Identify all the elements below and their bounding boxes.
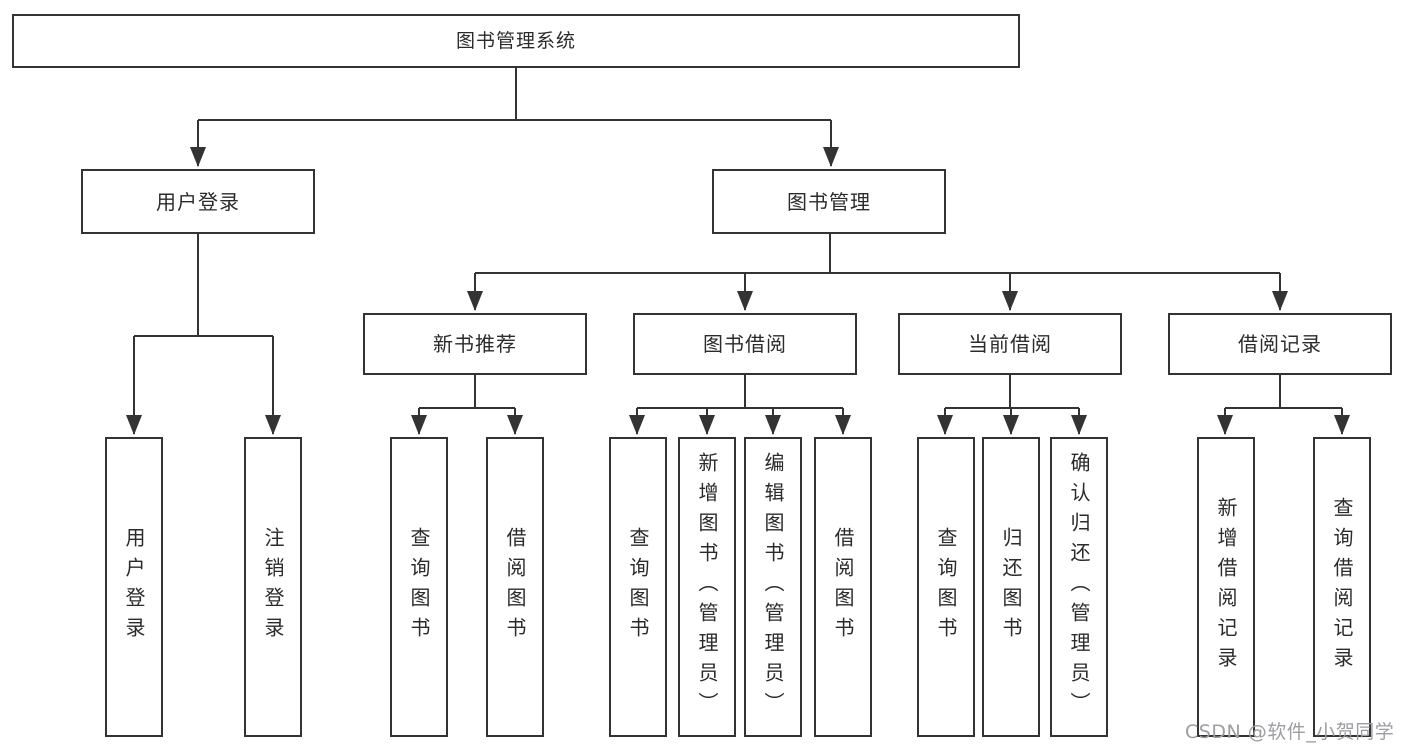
trunk-current-borrow <box>945 375 1079 409</box>
trunk-user-login <box>134 234 273 337</box>
node-leaf-borrow-book-rec: 借阅图书 <box>486 437 544 737</box>
trunk-book-borrow <box>637 375 843 409</box>
node-leaf-edit-book: 编辑图书（管理员） <box>744 437 802 737</box>
node-leaf-add-borrow-record: 新增借阅记录 <box>1197 437 1255 737</box>
node-new-book-rec: 新书推荐 <box>363 313 587 375</box>
trunk-root <box>198 68 831 121</box>
node-leaf-query-book-rec: 查询图书 <box>390 437 448 737</box>
watermark: CSDN @软件_小贺同学 <box>1185 721 1395 743</box>
node-borrow-record: 借阅记录 <box>1168 313 1392 375</box>
node-book-mgmt: 图书管理 <box>712 169 946 234</box>
node-root: 图书管理系统 <box>12 14 1020 68</box>
node-leaf-query-borrow-record: 查询借阅记录 <box>1313 437 1371 737</box>
node-user-login: 用户登录 <box>81 169 315 234</box>
node-leaf-user-login: 用户登录 <box>105 437 163 737</box>
node-leaf-borrow-book: 借阅图书 <box>814 437 872 737</box>
node-leaf-confirm-return: 确认归还（管理员） <box>1050 437 1108 737</box>
node-leaf-add-book: 新增图书（管理员） <box>678 437 736 737</box>
trunk-borrow-record <box>1225 375 1342 409</box>
trunk-book-mgmt <box>475 233 1280 274</box>
node-leaf-return-book: 归还图书 <box>982 437 1040 737</box>
node-current-borrow: 当前借阅 <box>898 313 1122 375</box>
node-leaf-logout: 注销登录 <box>244 437 302 737</box>
trunk-new-book-rec <box>419 375 515 409</box>
node-leaf-query-book-current: 查询图书 <box>917 437 975 737</box>
node-book-borrow: 图书借阅 <box>633 313 857 375</box>
node-leaf-query-book-borrow: 查询图书 <box>609 437 667 737</box>
